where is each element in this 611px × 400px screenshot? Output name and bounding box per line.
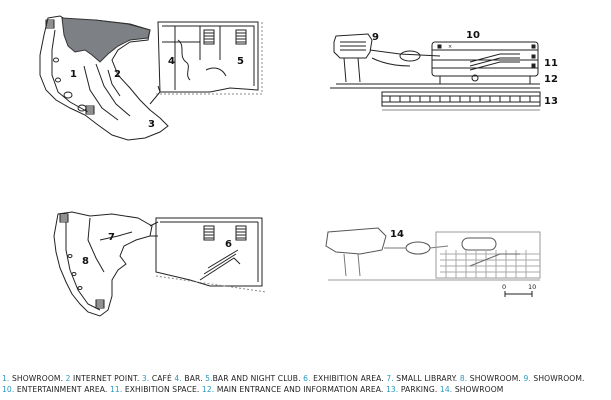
legend-text: SHOWROOM. [530,374,585,383]
legend-num: 2 [65,374,71,383]
scale-start-label: 0 [502,283,506,291]
plan-label-12: 12 [544,74,558,85]
plan-label-8: 8 [82,256,89,267]
legend-num: 7. [386,374,394,383]
plan-label-9: 9 [372,32,379,43]
legend-text: INTERNET POINT. [70,374,140,383]
plan-label-13: 13 [544,96,558,107]
legend-text: SHOWROOM. [9,374,64,383]
plan-label-10: 10 [466,30,480,41]
scale-end-label: 10 [528,283,536,291]
svg-text:×: × [448,44,452,50]
legend-text: CAFÉ [149,374,172,383]
legend-text: BAR. [181,374,203,383]
legend-num: 13. [385,385,399,394]
plan-label-14: 14 [390,229,404,240]
scale-bar: 0 10 [502,283,536,297]
plan-label-11: 11 [544,58,558,69]
elevation-main: × [330,33,541,111]
legend-num: 8. [459,374,468,383]
plan-ground-floor [39,15,263,141]
legend-text: SHOWROOM. [467,374,521,383]
legend-num: 1. [2,374,10,383]
legend-text: SHOWROOM [452,385,504,394]
legend-text: SMALL LIBRARY. [393,374,458,383]
plan-label-7: 7 [108,232,115,243]
legend-num: 12. [201,385,215,394]
legend-text: PARKING. [398,385,438,394]
legend-text: MAIN ENTRANCE AND INFORMATION AREA. [214,385,384,394]
legend-num: 3. [141,374,150,383]
legend-text: EXHIBITION SPACE. [122,385,200,394]
legend-num: 6. [303,374,311,383]
plan-label-3: 3 [148,119,155,130]
legend-text: BAR AND NIGHT CLUB. [212,374,301,383]
plan-label-6: 6 [225,239,232,250]
legend-num: 9. [523,374,531,383]
legend-text: ENTERTAINMENT AREA. [14,385,108,394]
legend-text: EXHIBITION AREA. [310,374,384,383]
plan-label-5: 5 [237,56,244,67]
plan-label-4: 4 [168,56,175,67]
elevation-secondary [325,227,541,281]
plan-label-1: 1 [70,69,77,80]
plan-upper-floor [53,211,267,317]
plan-label-2: 2 [114,69,121,80]
legend-num: 5. [205,374,213,383]
legend-num: 10. [2,385,15,394]
legend-num: 14. [439,385,453,394]
legend-caption: 1. SHOWROOM. 2 INTERNET POINT. 3. CAFÉ 4… [2,373,610,395]
legend-num: 11. [109,385,123,394]
legend-num: 4. [174,374,182,383]
